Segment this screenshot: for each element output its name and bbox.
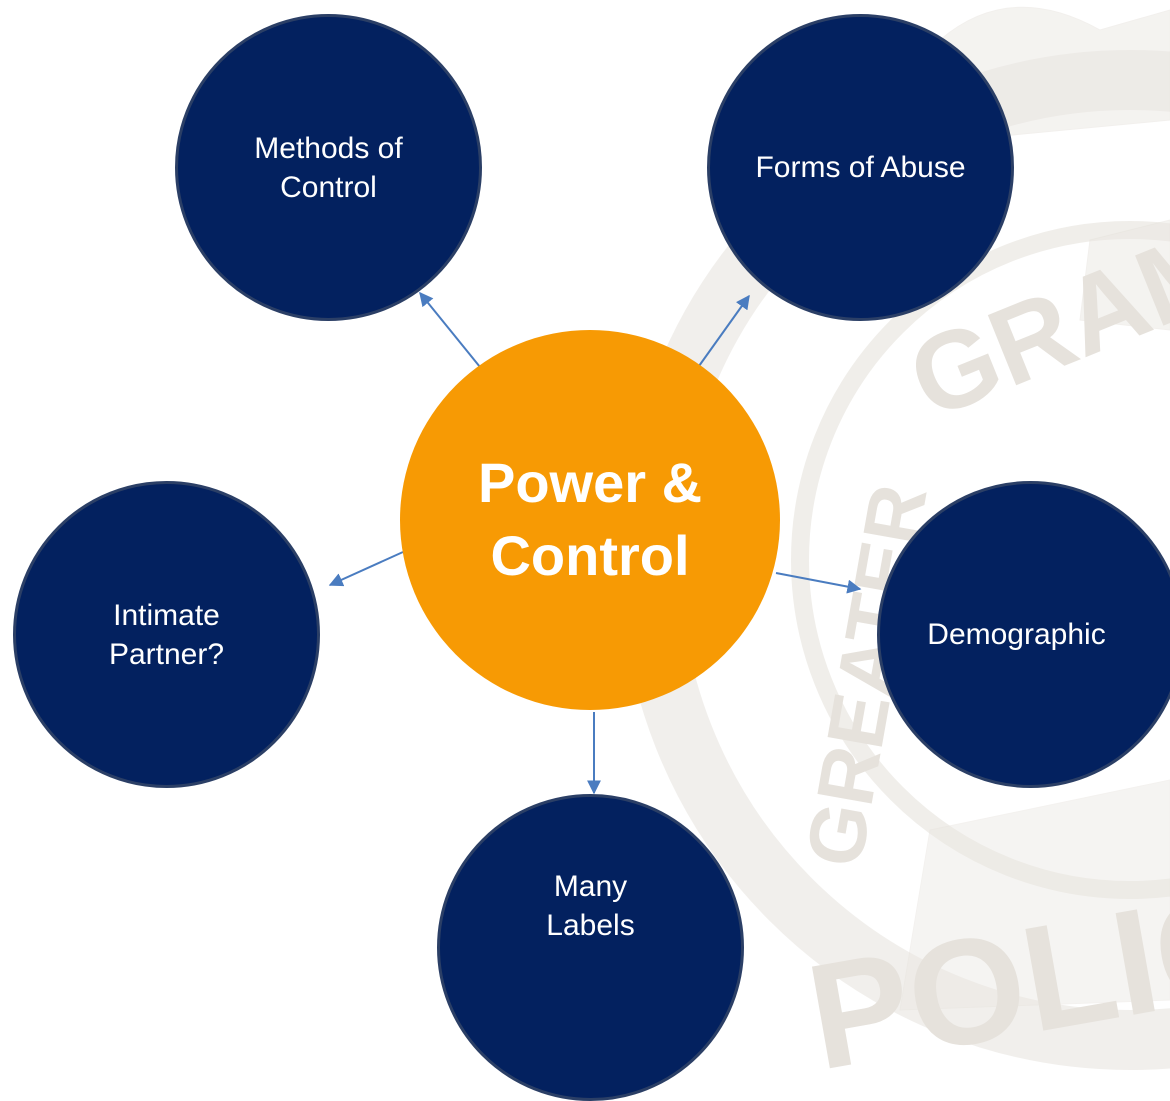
node-label: Demographic [927,618,1106,651]
arrow-to-intimate-partner [328,551,404,587]
node-forms-of-abuse: Forms of Abuse [707,14,1014,321]
center-node-power-and-control: Power & Control [400,330,780,710]
node-intimate-partner: Intimate Partner? [13,481,320,788]
node-methods-of-control: Methods of Control [175,14,482,321]
node-label: Intimate Partner? [108,598,225,671]
node-label: Methods of Control [254,131,403,204]
node-demographic: Demographic [877,481,1170,788]
node-label: Forms of Abuse [755,151,966,184]
arrow-to-methods-of-control [419,291,481,368]
center-label: Power & Control [477,451,703,587]
arrow-to-forms-of-abuse [693,294,750,374]
node-many-labels: Many Labels [437,794,744,1101]
arrow-to-demographic [775,572,862,594]
node-label: Many Labels [546,869,635,942]
